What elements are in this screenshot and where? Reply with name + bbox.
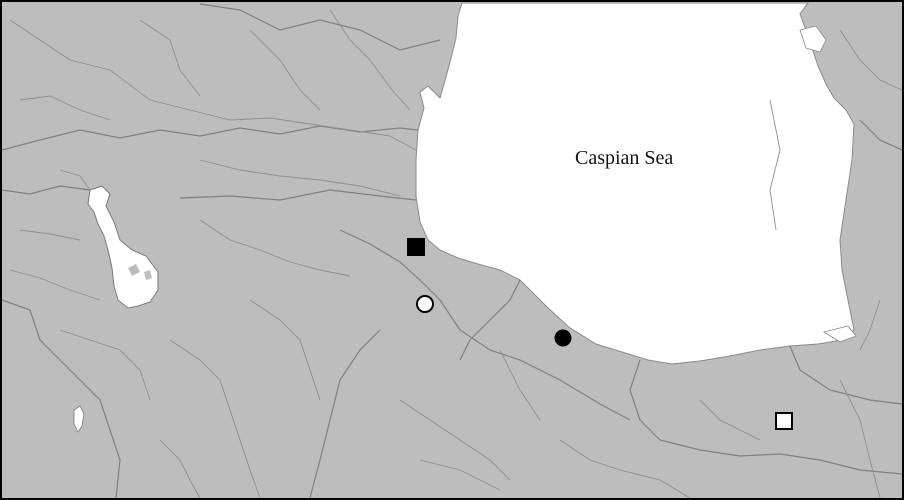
marker-hollow-square: [775, 412, 793, 430]
marker-filled-square: [407, 238, 425, 256]
sea-label: Caspian Sea: [575, 147, 673, 169]
small-lake-water: [73, 405, 85, 433]
lake-island: [128, 264, 140, 276]
east-bay-water: [822, 325, 857, 343]
caspian-sea-water: [415, 2, 855, 365]
marker-filled-circle: [554, 329, 572, 347]
rivers: [9, 9, 903, 499]
ne-lagoon-water: [799, 25, 827, 53]
borders: [1, 3, 903, 499]
lake-island: [144, 270, 152, 280]
lake-urmia-water: [87, 185, 159, 309]
marker-hollow-circle: [416, 295, 434, 313]
